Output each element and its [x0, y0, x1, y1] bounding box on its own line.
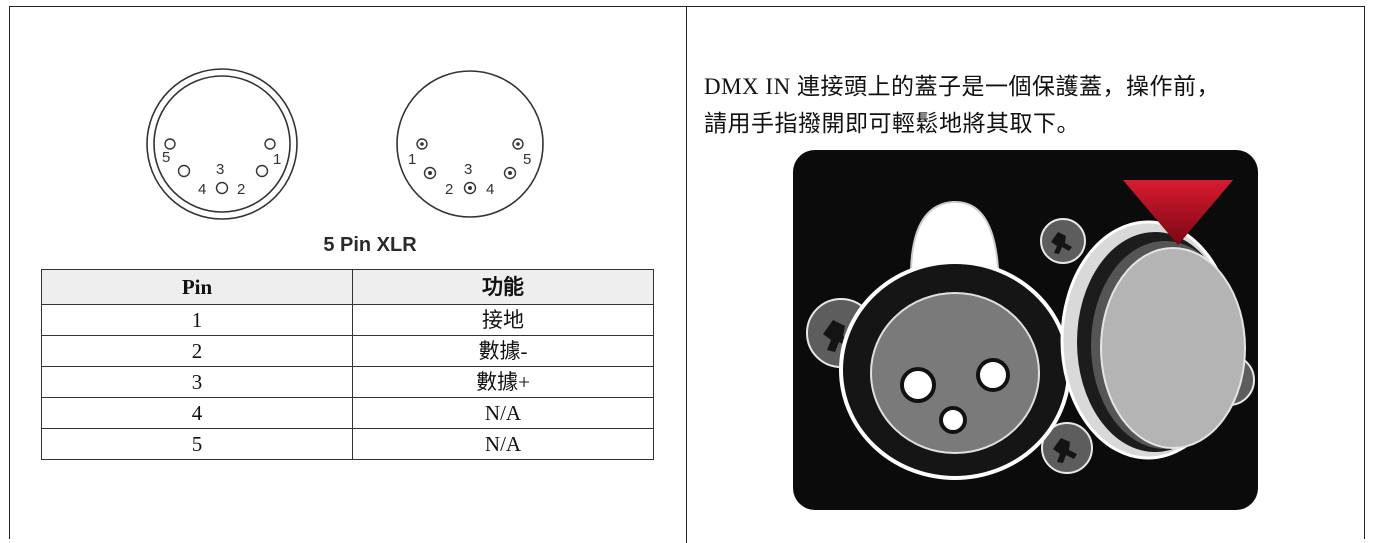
pin-function: 數據-: [352, 335, 654, 367]
pin-number: 5: [41, 428, 353, 460]
pin-function: N/A: [352, 397, 654, 429]
protective-cap: [1060, 220, 1246, 460]
column-divider: [686, 6, 687, 543]
pin-number: 1: [41, 304, 353, 336]
table-row: 4 N/A: [41, 397, 654, 429]
male-pin-1-label: 1: [273, 151, 281, 168]
pin-function-table: Pin 功能 1 接地 2 數據- 3 數據+ 4 N/A 5 N/A: [41, 269, 654, 460]
pin-number: 3: [41, 366, 353, 398]
pin-number: 2: [41, 335, 353, 367]
xlr-connectors-drawing: 5 3 1 4 2 1 3 5 2 4: [146, 68, 544, 220]
table-row: 5 N/A: [41, 428, 654, 460]
female-connector: [396, 70, 544, 218]
xlr-pinout-diagram: 5 3 1 4 2 1 3 5 2 4 5 Pin XLR: [140, 66, 600, 266]
instruction-line-1: DMX IN 連接頭上的蓋子是一個保護蓋，操作前，: [704, 74, 1220, 99]
male-pin-3-label: 3: [216, 161, 224, 178]
screw-icon: [1041, 422, 1093, 474]
male-pin-4-label: 4: [198, 181, 206, 198]
male-pin-2-label: 2: [237, 181, 245, 198]
table-row: 3 數據+: [41, 366, 654, 398]
dmx-connector-photo: [793, 150, 1258, 510]
pin-function: 接地: [352, 304, 654, 336]
instruction-line-2: 請用手指撥開即可輕鬆地將其取下。: [704, 111, 1080, 136]
pin-function: N/A: [352, 428, 654, 460]
header-pin: Pin: [41, 269, 353, 305]
screw-icon: [1040, 218, 1086, 264]
pin-function: 數據+: [352, 366, 654, 398]
female-pin-4-label: 4: [486, 181, 494, 198]
dmx-cap-instruction: DMX IN 連接頭上的蓋子是一個保護蓋，操作前， 請用手指撥開即可輕鬆地將其取…: [704, 68, 1344, 142]
table-row: 1 接地: [41, 304, 654, 336]
pin-number: 4: [41, 397, 353, 429]
xlr-caption: 5 Pin XLR: [323, 234, 417, 256]
female-pin-2-label: 2: [445, 181, 453, 198]
male-pin-5-label: 5: [162, 149, 170, 166]
dmx-connector-illustration: [793, 150, 1258, 510]
female-pin-5-label: 5: [523, 151, 531, 168]
arrow-down-icon: [1123, 180, 1233, 245]
table-row: 2 數據-: [41, 335, 654, 367]
xlr-socket: [839, 200, 1071, 480]
table-header-row: Pin 功能: [41, 269, 654, 305]
female-pin-1-label: 1: [408, 151, 416, 168]
female-pin-3-label: 3: [464, 161, 472, 178]
document-frame: [9, 6, 1365, 539]
male-connector: [146, 68, 298, 220]
header-function: 功能: [352, 269, 654, 305]
